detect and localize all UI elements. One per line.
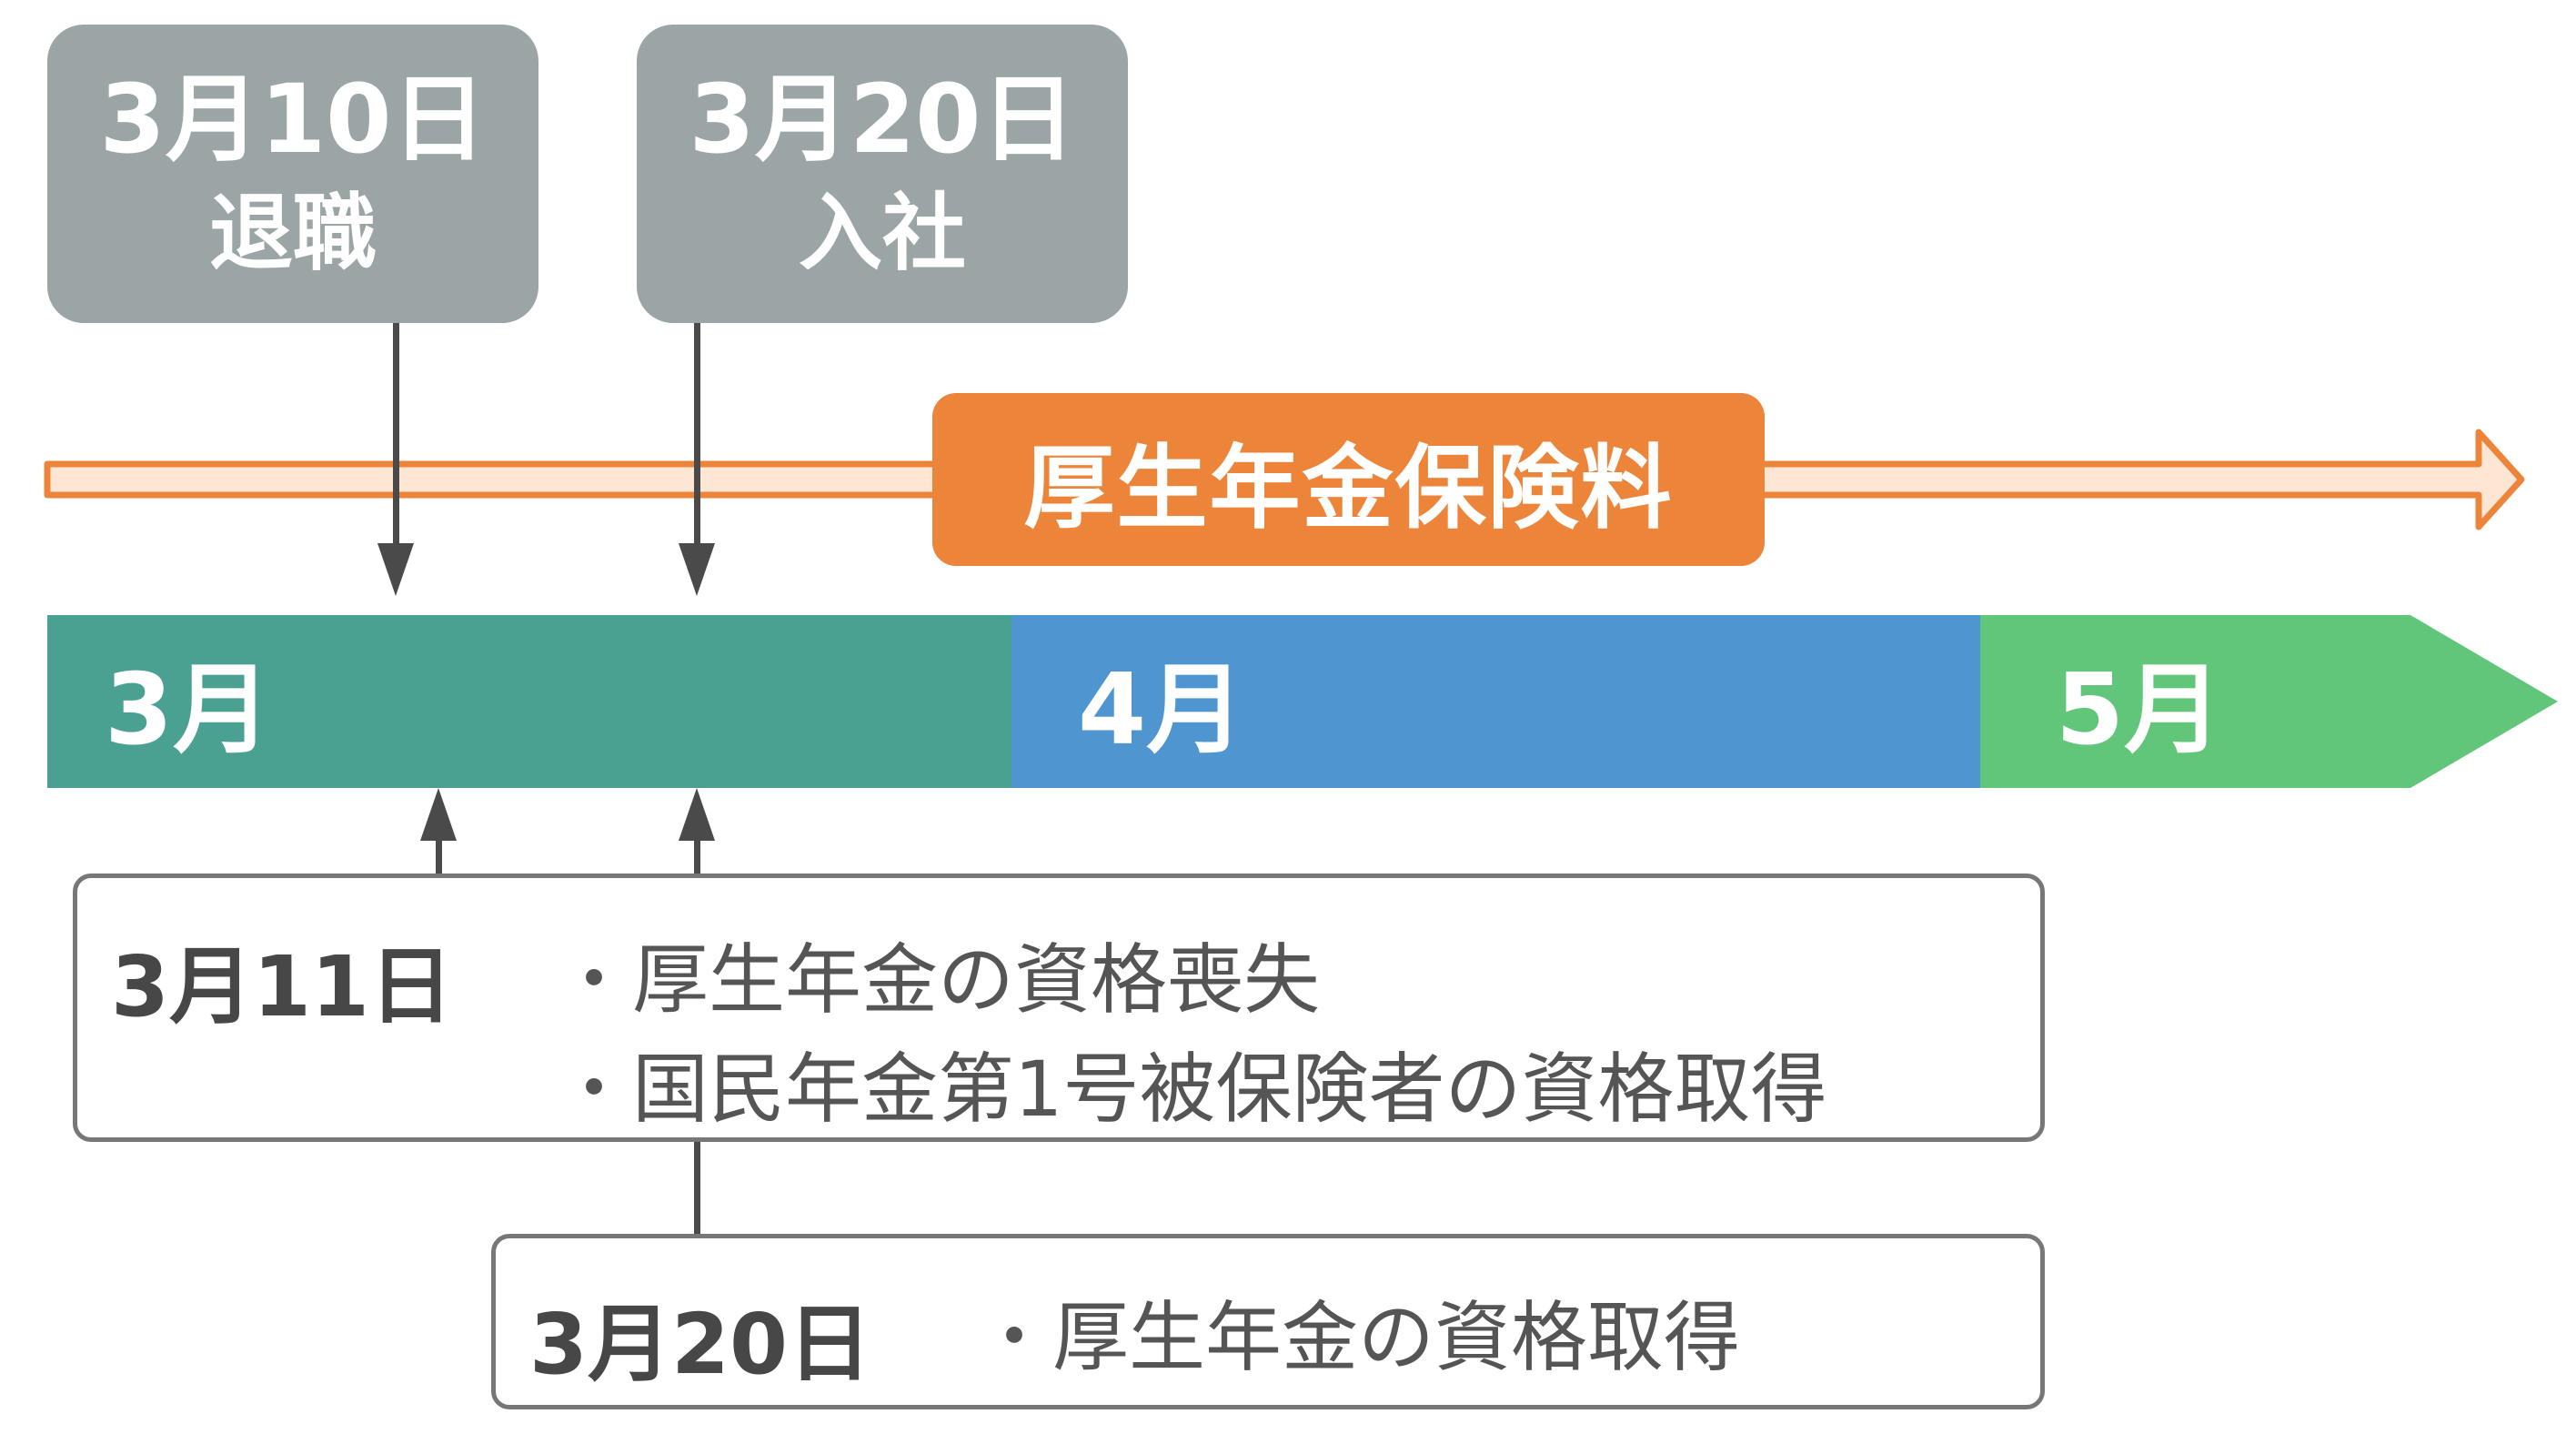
- month-label-march: 3月: [105, 653, 272, 767]
- month-band-may: [1980, 615, 2558, 788]
- month-label-may: 5月: [2056, 653, 2223, 767]
- info-item: ・厚生年金の資格喪失: [556, 935, 1321, 1025]
- connector-line-joining: [694, 323, 700, 543]
- month-band-march: [47, 615, 1011, 788]
- info-date: 3月20日: [529, 1296, 872, 1393]
- info-date: 3月11日: [111, 938, 454, 1035]
- arrow-down-icon: [679, 543, 715, 596]
- info-item: ・国民年金第1号被保険者の資格取得: [556, 1045, 1827, 1134]
- info-box-march-20: 3月20日 ・厚生年金の資格取得: [491, 1234, 2045, 1409]
- info-item: ・厚生年金の資格取得: [976, 1293, 1741, 1382]
- info-box-march-11: 3月11日 ・厚生年金の資格喪失 ・国民年金第1号被保険者の資格取得: [73, 874, 2045, 1142]
- pension-label: 厚生年金保険料: [932, 393, 1765, 566]
- arrow-up-icon: [679, 788, 715, 841]
- connector-line-resignation: [393, 323, 399, 543]
- connector-line-between-boxes: [694, 1142, 700, 1236]
- month-label-april: 4月: [1078, 653, 1245, 767]
- event-box-resignation: 3月10日 退職: [47, 25, 538, 323]
- arrow-up-icon: [420, 788, 457, 841]
- arrow-down-icon: [377, 543, 414, 596]
- event-box-joining: 3月20日 入社: [637, 25, 1128, 323]
- event-label: 退職: [208, 184, 377, 282]
- connector-line-acquire: [694, 839, 700, 875]
- event-date: 3月10日: [99, 64, 487, 176]
- connector-line-loss: [436, 839, 442, 875]
- month-band-april: [1011, 615, 1980, 788]
- event-date: 3月20日: [689, 64, 1076, 176]
- event-label: 入社: [798, 184, 966, 282]
